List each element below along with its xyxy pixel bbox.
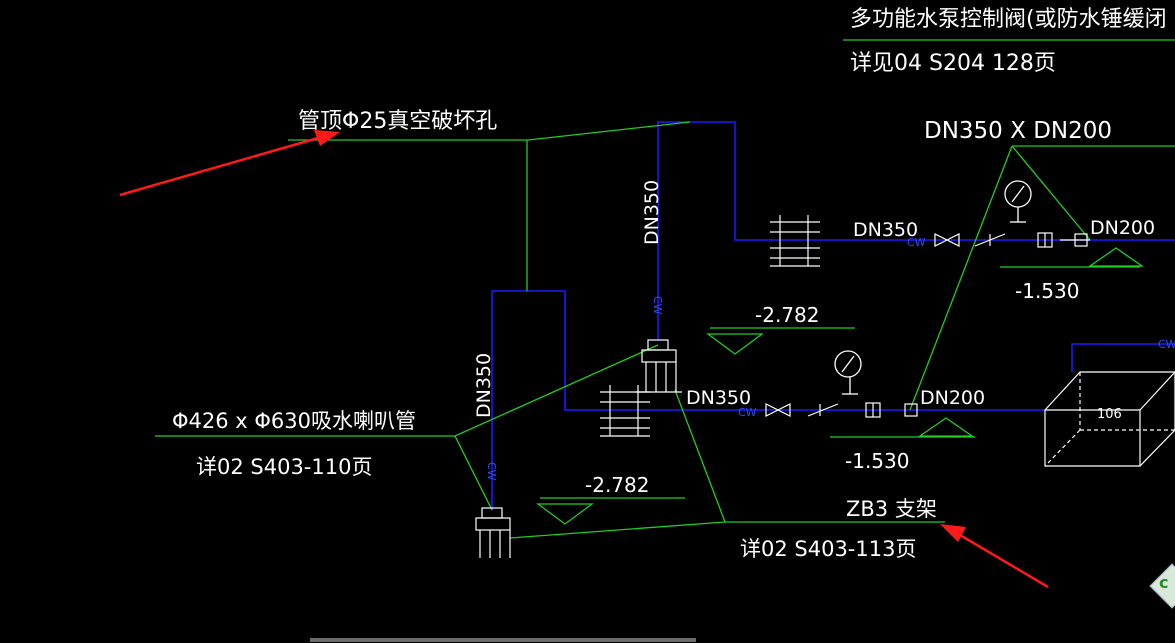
elevation-marker-icon — [536, 247, 1145, 525]
pump-fitting-upper — [636, 339, 682, 393]
label-cw-5: CW — [1158, 338, 1175, 351]
label-box-id: 106 — [1097, 407, 1122, 422]
label-support: ZB3 支架 — [846, 497, 937, 521]
gate-valve-icon — [765, 403, 839, 417]
pipe-left-riser — [491, 290, 1045, 510]
label-cw-2: CW — [485, 462, 498, 481]
label-multi-valve-ref: 详见04 S204 128页 — [850, 51, 1056, 76]
label-dn200-upper: DN200 — [1090, 217, 1155, 239]
support-icon — [600, 215, 820, 437]
leader-lines — [155, 39, 1175, 539]
label-support-ref: 详02 S403-113页 — [740, 537, 916, 561]
drawing-labels: 多功能水泵控制阀(或防水锤缓闭 详见04 S204 128页 管顶Φ25真空破坏… — [172, 7, 1175, 561]
label-elev-water-a: -2.782 — [755, 303, 819, 327]
label-cw-1: CW — [651, 296, 664, 315]
label-elev-lower: -1.530 — [845, 449, 909, 473]
gate-valve-icon — [934, 233, 1006, 247]
pipe-network — [491, 121, 1175, 510]
label-suction-pipe: Φ426 x Φ630吸水喇叭管 — [172, 409, 416, 433]
check-valve-icon — [1037, 232, 1090, 248]
pressure-gauge-icon — [1004, 180, 1032, 223]
label-multi-valve: 多功能水泵控制阀(或防水锤缓闭 — [850, 7, 1167, 32]
annotation-arrows — [119, 130, 1049, 589]
label-cw-3: CW — [907, 236, 926, 249]
pressure-gauge-icon — [834, 350, 862, 395]
label-reducer-top: DN350 X DN200 — [924, 118, 1112, 144]
pipe-upper-run — [657, 121, 1175, 340]
isometric-box — [1044, 371, 1175, 467]
label-cw-4: CW — [738, 406, 757, 419]
cad-corner-glyph: c — [1159, 573, 1169, 592]
check-valve-icon — [865, 402, 918, 418]
label-elev-water-b: -2.782 — [585, 473, 649, 497]
pipe-box-top — [1071, 343, 1175, 372]
label-dn350-vertical-a: DN350 — [641, 180, 663, 245]
horizontal-scrollbar[interactable] — [310, 638, 696, 642]
label-dn350-vertical-b: DN350 — [473, 353, 495, 418]
label-elev-upper: -1.530 — [1015, 279, 1079, 303]
label-suction-ref: 详02 S403-110页 — [196, 455, 372, 479]
label-dn200-lower: DN200 — [920, 387, 985, 409]
label-vent-hole: 管顶Φ25真空破坏孔 — [298, 109, 497, 134]
label-dn350-lower: DN350 — [686, 387, 751, 409]
label-dn350-upper: DN350 — [853, 219, 918, 241]
pump-fitting-lower — [475, 507, 511, 558]
